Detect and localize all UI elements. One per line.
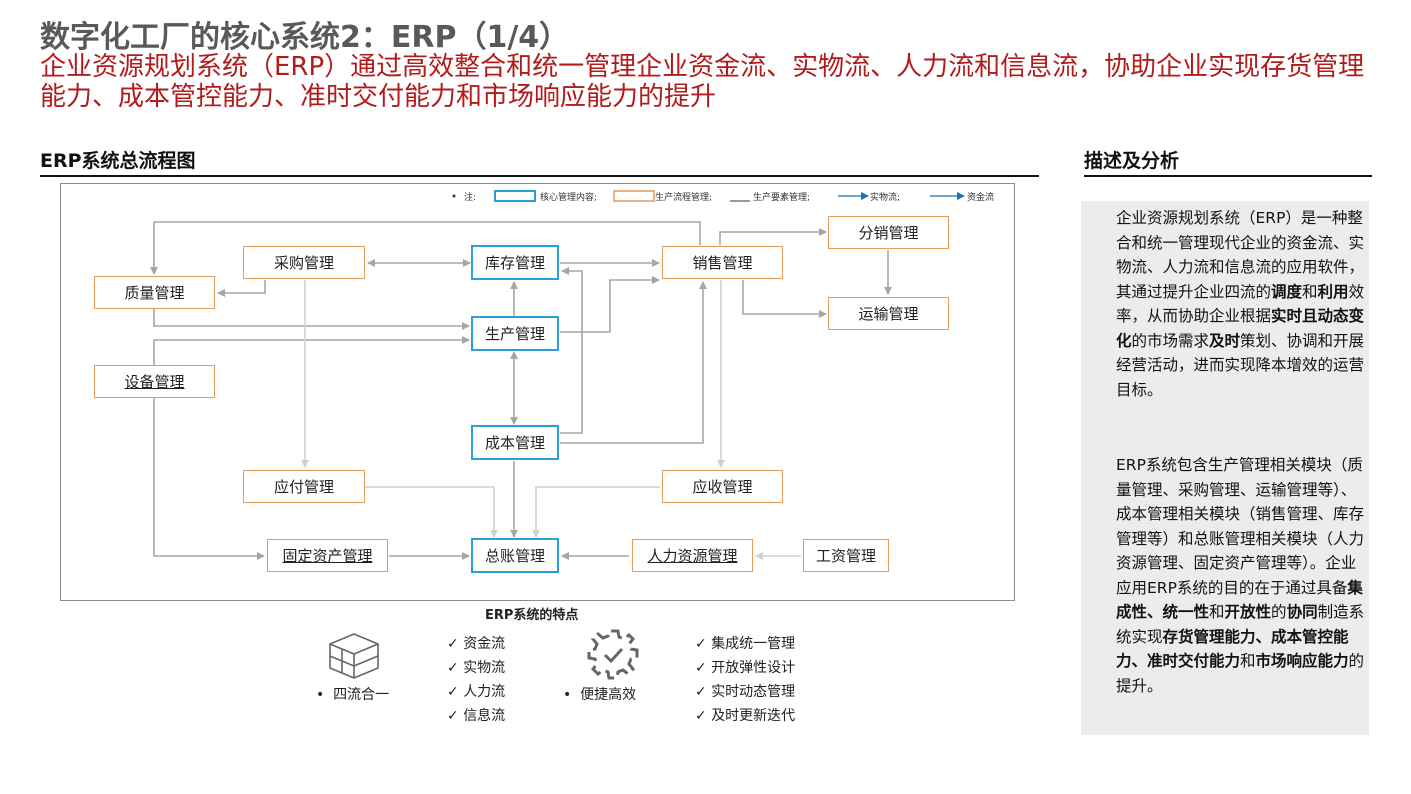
page-title: 数字化工厂的核心系统2：ERP（1/4） xyxy=(40,20,570,55)
node-quality: 质量管理 xyxy=(94,276,215,309)
erp-flowchart-frame xyxy=(60,183,1015,601)
gear-check-icon xyxy=(587,629,639,680)
node-receivable: 应收管理 xyxy=(662,470,783,503)
legend-material-label: 实物流; xyxy=(870,193,901,203)
feature-item: 集成统一管理 xyxy=(695,632,795,656)
node-payroll: 工资管理 xyxy=(803,539,889,572)
node-payable: 应付管理 xyxy=(243,470,365,503)
analysis-paragraph-2: ERP系统包含生产管理相关模块（质量管理、采购管理、运输管理等）、成本管理相关模… xyxy=(1116,456,1365,695)
node-hr: 人力资源管理 xyxy=(632,539,753,572)
legend-fund-label: 资金流 xyxy=(967,193,995,203)
page-subtitle: 企业资源规划系统（ERP）通过高效整合和统一管理企业资金流、实物流、人力流和信息… xyxy=(40,52,1365,112)
flowchart-section-title: ERP系统总流程图 xyxy=(40,150,196,172)
node-purchase: 采购管理 xyxy=(243,246,365,279)
features-title: ERP系统的特点 xyxy=(485,608,579,623)
feature-group1-list: 资金流 实物流 人力流 信息流 xyxy=(447,632,505,728)
feature-item: 及时更新迭代 xyxy=(695,704,795,728)
feature-group1-label: • 四流合一 xyxy=(316,687,390,703)
feature-item: 信息流 xyxy=(447,704,505,728)
feature-item: 资金流 xyxy=(447,632,505,656)
legend-core-label: 核心管理内容; xyxy=(540,193,598,203)
analysis-section-title: 描述及分析 xyxy=(1084,150,1180,172)
legend-process-label: 生产流程管理; xyxy=(655,193,713,203)
analysis-panel xyxy=(1081,201,1369,735)
feature-group2-label: • 便捷高效 xyxy=(563,687,637,703)
node-sales: 销售管理 xyxy=(662,246,783,279)
node-ledger: 总账管理 xyxy=(471,538,559,573)
feature-item: 实时动态管理 xyxy=(695,680,795,704)
analysis-paragraph-1: 企业资源规划系统（ERP）是一种整合和统一管理现代企业的资金流、实物流、人力流和… xyxy=(1116,209,1365,399)
node-fixed-assets: 固定资产管理 xyxy=(267,539,388,572)
node-inventory: 库存管理 xyxy=(471,245,559,280)
flowchart-section-rule xyxy=(40,175,1039,177)
node-cost: 成本管理 xyxy=(471,425,559,460)
feature-item: 实物流 xyxy=(447,656,505,680)
feature-group1-text: 四流合一 xyxy=(333,687,390,703)
analysis-section-rule xyxy=(1084,175,1372,177)
feature-group2-list: 集成统一管理 开放弹性设计 实时动态管理 及时更新迭代 xyxy=(695,632,795,728)
legend-note: 注: xyxy=(464,193,477,203)
node-production: 生产管理 xyxy=(471,316,559,351)
feature-item: 人力流 xyxy=(447,680,505,704)
node-transport: 运输管理 xyxy=(828,297,949,330)
feature-group2-text: 便捷高效 xyxy=(580,687,637,703)
feature-item: 开放弹性设计 xyxy=(695,656,795,680)
node-equipment: 设备管理 xyxy=(94,365,215,398)
node-distribution: 分销管理 xyxy=(828,216,949,249)
cube-stack-icon xyxy=(329,633,379,679)
legend-factor-label: 生产要素管理; xyxy=(753,193,811,203)
